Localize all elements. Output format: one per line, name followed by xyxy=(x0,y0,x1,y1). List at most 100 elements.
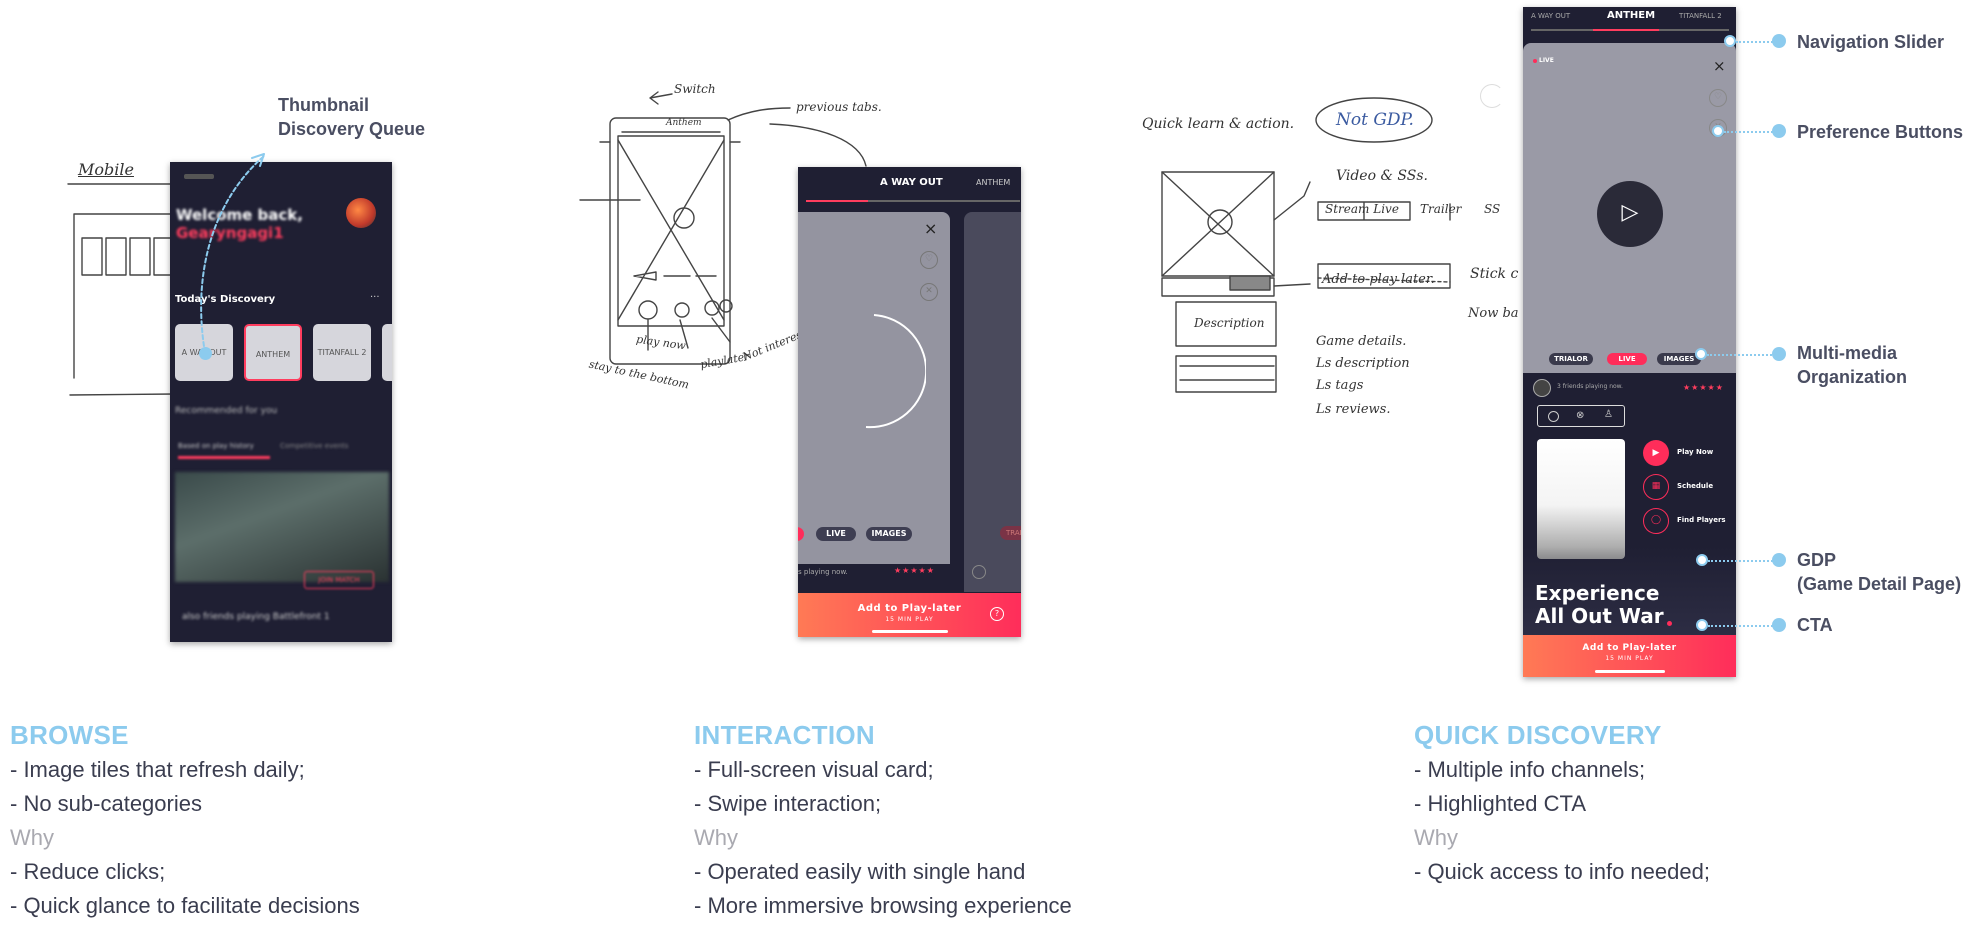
annotation-multimedia-line2: Organization xyxy=(1797,367,1908,387)
annotation-gdp-line2: (Game Detail Page) xyxy=(1797,574,1962,594)
ann-line-cta xyxy=(1708,625,1780,627)
chip-competitive[interactable]: Competitive events xyxy=(280,442,349,450)
ann-dot-nav xyxy=(1772,34,1786,48)
sketch-note-switch: Switch xyxy=(674,82,716,96)
tab-anthem[interactable]: ANTHEM xyxy=(976,178,1011,187)
dislike-icon[interactable]: ✕ xyxy=(920,283,938,301)
quick-bullet-2: - Highlighted CTA xyxy=(1414,791,1586,816)
discovery-tile-anthem[interactable]: ANTHEM xyxy=(244,324,302,381)
tab-titanfall-2[interactable]: TITANFALL 2 xyxy=(1679,12,1722,20)
sketch-note-video: Video & SSs. xyxy=(1336,168,1428,184)
playstation-platform-icon[interactable]: ♙ xyxy=(1604,409,1613,420)
queue-dot xyxy=(199,347,212,360)
sketch-note-stream-live: Stream Live xyxy=(1325,202,1399,216)
friends-playing-text: also friends playing Battlefront 1 xyxy=(182,612,330,622)
next-card-pill[interactable]: TRAI xyxy=(1000,526,1021,540)
sketch-label-mobile: Mobile xyxy=(78,160,134,179)
chip-play-history[interactable]: Based on play history xyxy=(178,442,254,450)
tab-indicator-track xyxy=(806,200,1020,202)
sketch-note-now: Now ba xyxy=(1468,306,1519,321)
find-players-label[interactable]: Find Players xyxy=(1677,516,1726,524)
browse-wireframe-sketch xyxy=(67,183,179,396)
browse-bullet-2: - No sub-categories xyxy=(10,791,202,816)
interaction-title: INTERACTION xyxy=(694,720,875,750)
annotation-gdp-line1: GDP xyxy=(1797,550,1837,570)
live-pill[interactable]: LIVE xyxy=(1607,353,1647,365)
interaction-bullet-2: - Swipe interaction; xyxy=(694,791,882,816)
discovery-tile-titanfall-2[interactable]: TITANFALL 2 xyxy=(313,324,371,381)
quick-bullet-1: - Multiple info channels; xyxy=(1414,757,1646,782)
tab-a-way-out[interactable]: A WAY OUT xyxy=(880,177,943,188)
live-pill[interactable]: LIVE xyxy=(816,527,856,541)
close-icon[interactable]: × xyxy=(924,219,938,238)
friends-playing-text: 3 friends playing now. xyxy=(1557,383,1623,390)
find-players-icon[interactable]: ◯ xyxy=(1643,508,1669,534)
thumbnail-annotation-line2: Discovery Queue xyxy=(278,119,426,139)
more-icon[interactable]: ··· xyxy=(370,292,380,303)
play-now-label[interactable]: Play Now xyxy=(1677,448,1714,456)
ann-line-media xyxy=(1707,354,1780,356)
browse-title: BROWSE xyxy=(10,720,129,750)
ann-ring-nav xyxy=(1724,35,1736,47)
interaction-wireframe-sketch xyxy=(579,91,791,365)
sketch-note-not-gdp: Not GDP. xyxy=(1336,110,1414,130)
sketch-note-game-details: Game details. xyxy=(1316,334,1407,349)
greeting-username: Gearyngagi1 xyxy=(176,224,284,242)
recommended-image[interactable] xyxy=(175,472,389,582)
join-match-button[interactable]: JOIN MATCH xyxy=(304,571,374,589)
discovery-tile-partial[interactable] xyxy=(382,324,392,381)
trailer-pill[interactable]: TRIALOR xyxy=(1549,353,1593,365)
not-gdp-ellipse xyxy=(1315,97,1433,143)
close-icon[interactable]: × xyxy=(1713,57,1726,75)
game-cover-image[interactable] xyxy=(1537,439,1625,559)
browse-why-bullet-2: - Quick glance to facilitate decisions xyxy=(10,893,360,918)
tab-anthem[interactable]: ANTHEM xyxy=(1607,10,1656,21)
like-icon[interactable]: ♡ xyxy=(1709,89,1727,107)
schedule-icon[interactable]: ▦ xyxy=(1643,474,1669,500)
images-pill[interactable]: IMAGES xyxy=(1657,353,1701,365)
sketch-note-ls-tags: Ls tags xyxy=(1316,378,1364,393)
browse-why: Why xyxy=(10,825,54,850)
play-button[interactable]: ▷ xyxy=(1597,181,1663,247)
playing-now-text: s playing now. xyxy=(798,568,848,576)
browse-why-bullet-1: - Reduce clicks; xyxy=(10,859,166,884)
cta-subtitle: 15 MIN PLAY xyxy=(885,616,934,623)
schedule-label[interactable]: Schedule xyxy=(1677,482,1714,490)
live-badge: LIVE xyxy=(1539,57,1554,64)
ann-line-pref xyxy=(1724,131,1780,133)
annotation-preference-buttons: Preference Buttons xyxy=(1797,122,1964,142)
platform-selector[interactable]: ⊗ ♙ xyxy=(1537,405,1625,427)
ann-line-gdp xyxy=(1708,560,1780,562)
cta-label: Add to Play-later xyxy=(1582,643,1677,653)
sketch-note-add-play-later: Add to play later. xyxy=(1322,272,1435,287)
sketch-note-ls-reviews: Ls reviews. xyxy=(1316,402,1391,417)
like-icon[interactable]: ♡ xyxy=(920,251,938,269)
sketch-note-previous-tabs: previous tabs. xyxy=(796,100,882,114)
status-bar xyxy=(184,174,214,179)
play-now-icon[interactable]: ▶ xyxy=(1643,440,1669,466)
avatar[interactable] xyxy=(346,198,376,228)
ann-dot-cta xyxy=(1772,618,1786,632)
tab-a-way-out[interactable]: A WAY OUT xyxy=(1531,12,1571,20)
add-to-play-later-button[interactable]: Add to Play-later 15 MIN PLAY xyxy=(798,593,1021,637)
rating-stars: ★★★★★ xyxy=(1683,383,1724,392)
nav-active-indicator xyxy=(1593,29,1659,31)
images-pill[interactable]: IMAGES xyxy=(866,527,912,541)
greeting-line-1: Welcome back, xyxy=(176,206,303,224)
next-card-friends-avatar xyxy=(972,565,986,579)
sketch-note-stick: Stick c xyxy=(1470,266,1519,282)
rating-stars: ★★★★★ xyxy=(894,566,935,575)
ea-platform-icon[interactable] xyxy=(1548,411,1559,422)
cta-subtitle: 15 MIN PLAY xyxy=(1605,655,1654,662)
live-indicator xyxy=(1533,59,1537,63)
interaction-sketch-connector xyxy=(769,123,867,167)
interaction-why: Why xyxy=(694,825,738,850)
add-to-play-later-button[interactable]: Add to Play-later 15 MIN PLAY xyxy=(1523,635,1736,677)
ann-ring-pref xyxy=(1712,125,1724,137)
recommended-title: Recommended for you xyxy=(175,406,278,416)
help-icon[interactable]: ? xyxy=(990,607,1004,621)
interaction-bullet-1: - Full-screen visual card; xyxy=(694,757,934,782)
annotation-navigation-slider: Navigation Slider xyxy=(1797,32,1945,52)
ann-ring-gdp xyxy=(1696,554,1708,566)
xbox-platform-icon[interactable]: ⊗ xyxy=(1576,410,1585,421)
